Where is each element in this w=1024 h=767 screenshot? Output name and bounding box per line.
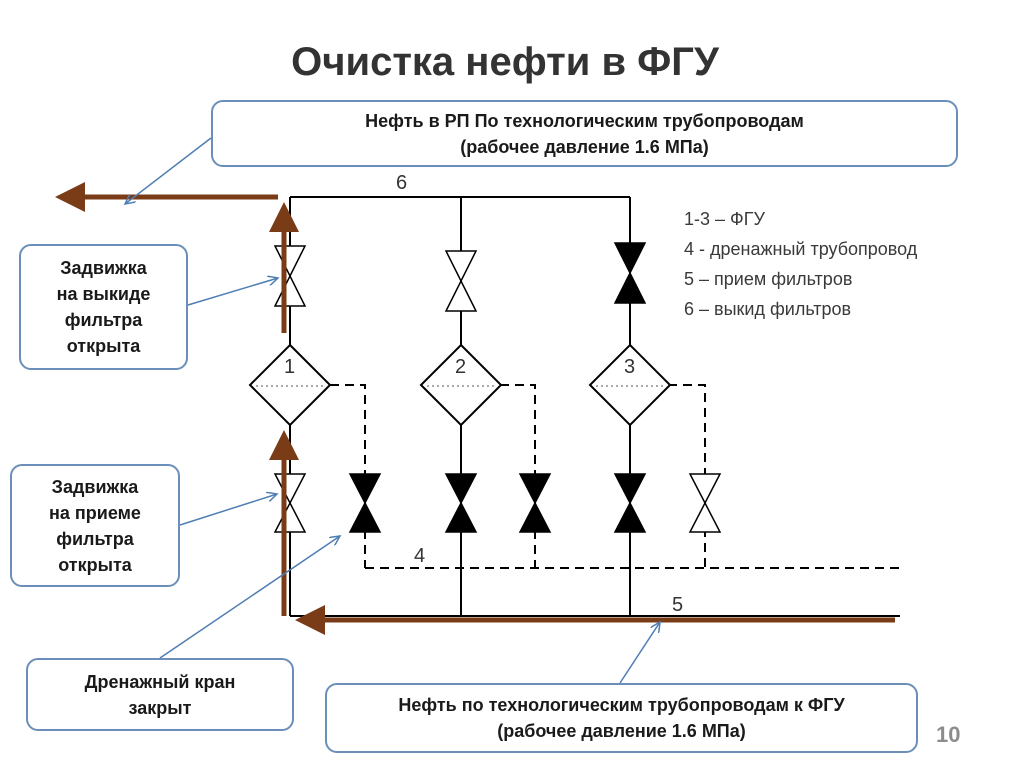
callout-inlet-valve: Задвижка на приеме фильтра открыта xyxy=(10,464,180,587)
legend: 1-3 – ФГУ 4 - дренажный трубопровод 5 – … xyxy=(684,204,917,324)
callout-line: Нефть по технологическим трубопроводам к… xyxy=(398,695,845,715)
callout-outlet-valve: Задвижка на выкиде фильтра открыта xyxy=(19,244,188,370)
callout-line: фильтра xyxy=(56,528,134,549)
callout-line: закрыт xyxy=(128,697,192,718)
callout-line: фильтра xyxy=(64,310,143,330)
legend-item: 6 – выкид фильтров xyxy=(684,299,852,319)
callout-line: Задвижка xyxy=(51,476,139,497)
filter-1[interactable] xyxy=(248,343,332,427)
inlet-valve-3[interactable] xyxy=(613,473,647,533)
slide-title: Очистка нефти в ФГУ xyxy=(291,40,719,84)
callout-line: на приеме xyxy=(49,502,141,523)
inlet-valve-2[interactable] xyxy=(444,473,478,533)
callout-line: (рабочее давление 1.6 МПа) xyxy=(460,136,709,157)
filter-3[interactable] xyxy=(588,343,672,427)
legend-item: 1-3 – ФГУ xyxy=(684,209,765,229)
callout-line: Нефть в РП По технологическим трубопрово… xyxy=(365,110,804,131)
drain-valve-3[interactable] xyxy=(688,473,722,533)
outlet-valve-1[interactable] xyxy=(273,245,307,307)
callout-line: Задвижка xyxy=(60,258,147,278)
outlet-valve-3[interactable] xyxy=(613,242,647,304)
callout-line: открыта xyxy=(58,554,132,575)
legend-item: 4 - дренажный трубопровод xyxy=(684,239,918,259)
callout-bottom-inlet-oil: Нефть по технологическим трубопроводам к… xyxy=(325,683,918,753)
filter-2-label: 2 xyxy=(455,356,466,378)
callout-drain-valve: Дренажный кран закрыт xyxy=(26,658,294,731)
callout-line: открыта xyxy=(66,336,141,356)
line-6-label: 6 xyxy=(396,172,407,194)
legend-item: 5 – прием фильтров xyxy=(684,269,853,289)
line-5-label: 5 xyxy=(672,594,683,616)
callout-line: Дренажный кран xyxy=(84,671,236,692)
callout-line: (рабочее давление 1.6 МПа) xyxy=(497,721,746,741)
flow-arrows xyxy=(55,182,895,635)
drain-valve-1[interactable] xyxy=(348,473,382,533)
callout-top-outlet-oil: Нефть в РП По технологическим трубопрово… xyxy=(211,100,958,167)
inlet-valve-1[interactable] xyxy=(273,473,307,533)
drain-valve-2[interactable] xyxy=(518,473,552,533)
page-number: 10 xyxy=(936,722,961,747)
callout-pointers xyxy=(125,137,660,684)
filter-3-label: 3 xyxy=(624,356,635,378)
filter-1-label: 1 xyxy=(284,356,295,378)
filter-2[interactable] xyxy=(419,343,503,427)
outlet-valve-2[interactable] xyxy=(444,250,478,312)
drain-line xyxy=(330,384,900,569)
line-4-label: 4 xyxy=(414,545,425,567)
callout-line: на выкиде xyxy=(56,284,151,304)
